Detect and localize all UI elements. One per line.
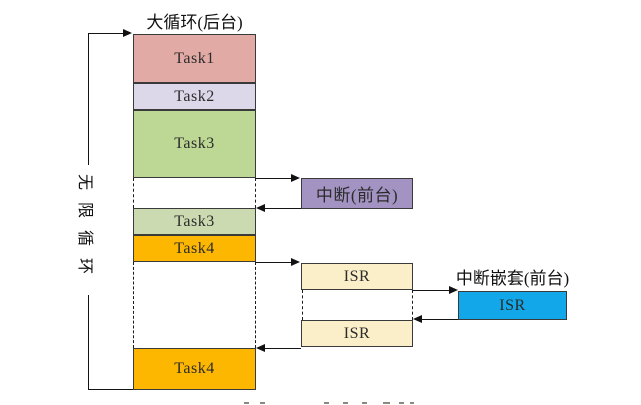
task2-label: Task2 (174, 87, 215, 105)
caption-remnant-mark (399, 402, 404, 404)
task3-label: Task3 (174, 135, 215, 152)
nested-interrupt-title: 中断嵌套(前台) (455, 269, 570, 288)
interrupt-box: 中断(前台) (301, 178, 413, 209)
interrupt-return-arrowhead-icon (256, 204, 265, 212)
task3-resume-label: Task3 (174, 212, 215, 230)
task1-box: Task1 (133, 34, 256, 83)
isr1-box: ISR (301, 263, 413, 290)
caption-remnant-mark (244, 402, 249, 404)
task3-box: Task3 (133, 110, 256, 178)
interrupt-return-line (264, 208, 301, 209)
task4-label: Task4 (174, 239, 215, 257)
isr-gap-right-dashed-line (412, 290, 413, 320)
task3-to-interrupt-arrowhead-icon (291, 174, 300, 182)
caption-remnant-mark (324, 402, 329, 404)
caption-remnant-mark (362, 402, 367, 404)
gap1-right-dashed-line (255, 178, 256, 208)
task2-box: Task2 (133, 83, 256, 110)
isr-gap-left-dashed-line (302, 290, 303, 320)
nested-return-line (421, 319, 458, 320)
isr-return-line (264, 348, 301, 349)
task4-resume-label: Task4 (174, 360, 215, 377)
isr-return-arrowhead-icon (256, 344, 265, 352)
caption-remnant-mark (410, 402, 414, 404)
gap1-left-dashed-line (133, 178, 134, 208)
isr2-label: ISR (343, 324, 371, 342)
caption-remnant-mark (260, 402, 265, 404)
task3-resume-box: Task3 (133, 208, 256, 235)
isr2-box: ISR (301, 320, 413, 347)
loop-top-line (88, 33, 125, 34)
isr-to-nested-line (413, 290, 450, 291)
infinite-loop-label: 无限循环 (74, 165, 94, 295)
background-loop-title: 大循环(后台) (146, 13, 243, 32)
task4-to-isr-arrowhead-icon (291, 258, 300, 266)
task3-to-interrupt-line (255, 178, 292, 179)
task4-to-isr-line (255, 262, 292, 263)
caption-remnant-mark (383, 402, 390, 404)
loop-entry-arrowhead-icon (123, 29, 132, 37)
interrupt-label: 中断(前台) (315, 186, 399, 205)
task4-box: Task4 (133, 235, 256, 262)
gap2-left-dashed-line (133, 262, 134, 348)
isr1-label: ISR (343, 267, 371, 285)
gap2-right-dashed-line (255, 262, 256, 348)
isr-to-nested-arrowhead-icon (449, 286, 458, 294)
task1-label: Task1 (174, 49, 215, 67)
nested-isr-label: ISR (499, 296, 526, 314)
nested-return-arrowhead-icon (413, 315, 422, 323)
task4-resume-box: Task4 (133, 348, 256, 390)
nested-isr-box: ISR (458, 291, 567, 320)
caption-remnant-mark (343, 402, 348, 404)
loop-bottom-line (88, 389, 133, 390)
